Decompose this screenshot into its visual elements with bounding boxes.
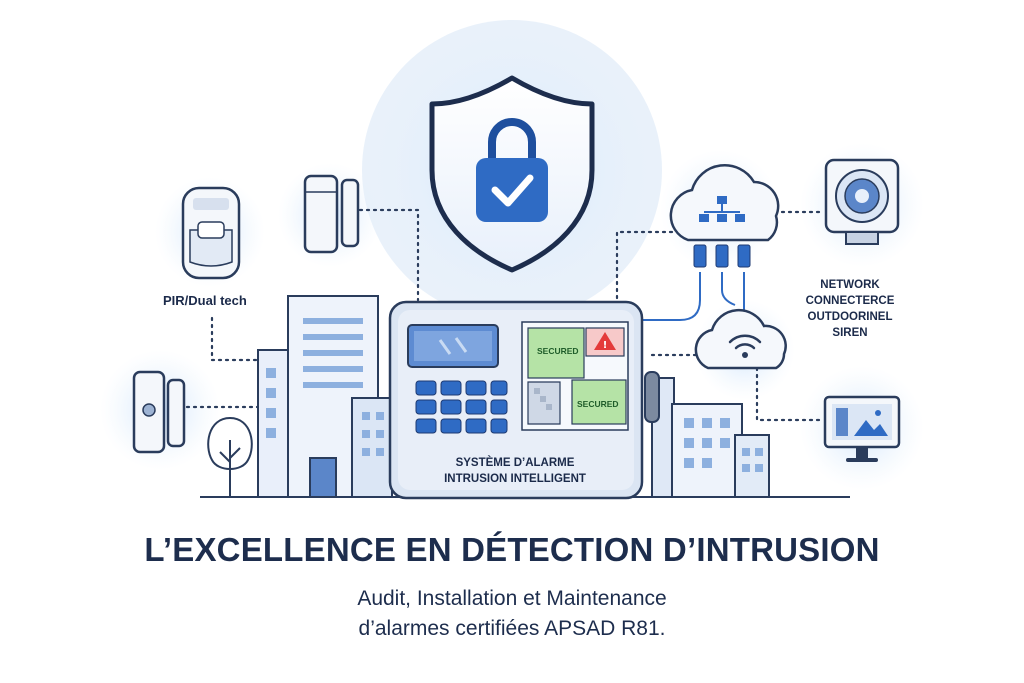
- zone-secured-label: SECURED: [577, 399, 619, 409]
- right-buildings: [644, 371, 770, 498]
- siren-label-line: CONNECTERCE: [805, 295, 895, 307]
- siren-label-line: SIREN: [832, 327, 868, 339]
- left-buildings: [257, 295, 393, 498]
- security-illustration: !: [100, 20, 924, 500]
- siren-icon: [824, 158, 900, 245]
- subtitle-line: Audit, Installation et Maintenance: [357, 587, 667, 610]
- siren-label: NETWORK CONNECTERCE OUTDOORINEL SIREN: [795, 277, 905, 341]
- panel-label-line: SYSTÈME D’ALARME: [455, 457, 575, 469]
- pir-label: PIR/Dual tech: [163, 293, 247, 308]
- zone-secured-label: SECURED: [537, 346, 579, 356]
- shield-lock-icon: [429, 75, 595, 273]
- alarm-panel: !: [388, 300, 644, 500]
- panel-label: SYSTÈME D’ALARME INTRUSION INTELLIGENT: [420, 455, 610, 487]
- wifi-cloud-icon: [694, 308, 787, 370]
- siren-label-line: OUTDOORINEL: [807, 311, 893, 323]
- pir-sensor-icon: [181, 186, 241, 280]
- door-contact-icon: [303, 174, 360, 254]
- panel-label-line: INTRUSION INTELLIGENT: [444, 473, 586, 485]
- cloud-network-icon: [669, 164, 780, 268]
- subtitle-line: d’alarmes certifiées APSAD R81.: [358, 617, 666, 640]
- door-contact-icon-2: [132, 370, 186, 454]
- siren-label-line: NETWORK: [820, 279, 880, 291]
- svg-text:!: !: [603, 340, 608, 351]
- page-title: L’EXCELLENCE EN DÉTECTION D’INTRUSION: [144, 531, 880, 568]
- tree-icon: [207, 416, 253, 497]
- monitor-icon: [823, 395, 901, 462]
